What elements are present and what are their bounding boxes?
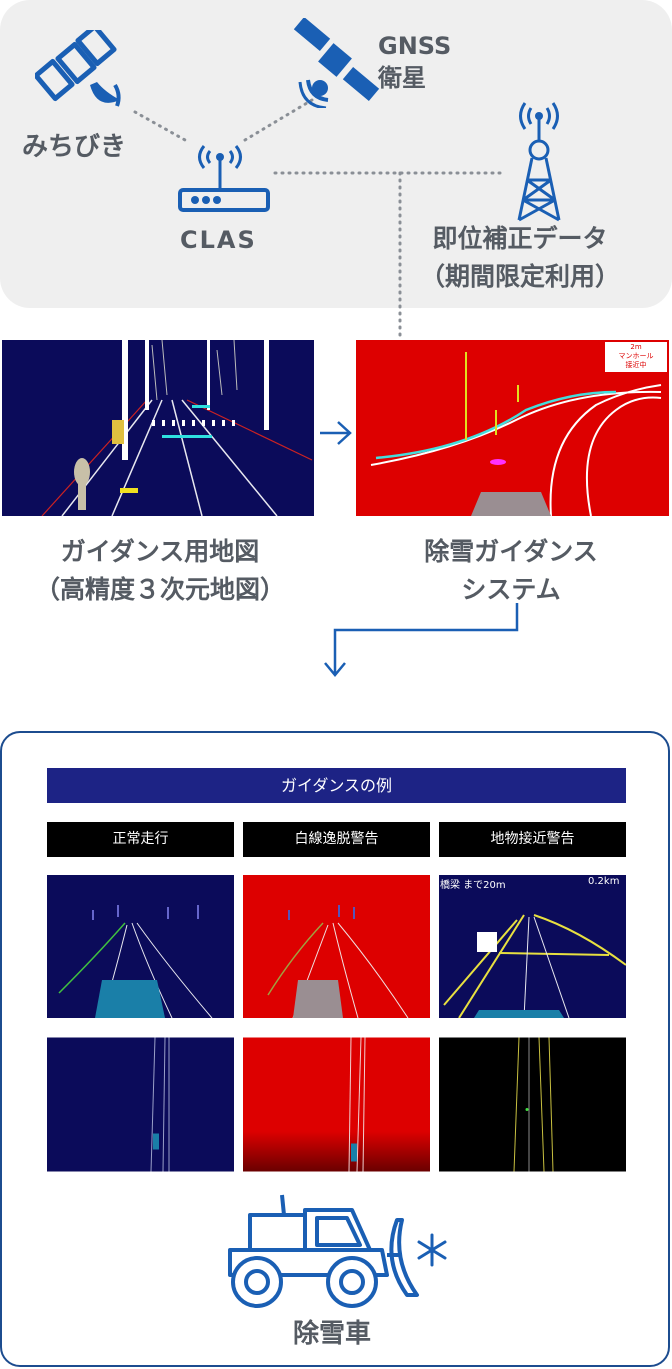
gnss-satellite-icon <box>293 18 380 108</box>
gnss-label: GNSS 衛星 <box>378 30 451 94</box>
gnss-label-line2: 衛星 <box>378 64 426 92</box>
gnss-label-line1: GNSS <box>378 32 452 60</box>
clas-label: CLAS <box>180 226 257 254</box>
guidance-system-label: 除雪ガイダンス システム <box>355 533 667 609</box>
alert-status: 接近中 <box>625 361 647 369</box>
arrow-down-icon <box>324 603 519 677</box>
column-object-proximity-warning: 地物接近警告 <box>439 822 626 857</box>
clas-receiver-icon <box>178 145 270 212</box>
guidance-map-label-line1: ガイダンス用地図 <box>60 537 260 566</box>
snowplow-vehicle-icon <box>228 1194 447 1308</box>
lane-departure-view <box>243 875 430 1018</box>
guidance-system-label-line1: 除雪ガイダンス <box>424 537 598 566</box>
correction-data-label: 即位補正データ （期間限定利用） <box>420 220 620 296</box>
michibiki-satellite-icon <box>35 30 121 107</box>
alert-object: マンホール <box>618 352 654 360</box>
lane-departure-topdown-view <box>243 1037 430 1172</box>
manhole-alert-box: 2m マンホール 接近中 <box>605 343 667 370</box>
normal-driving-view <box>47 875 234 1018</box>
connector-lines <box>133 98 502 337</box>
alert-distance: 2m <box>630 343 642 351</box>
correction-label-line2: （期間限定利用） <box>420 262 621 291</box>
michibiki-label: みちびき <box>22 132 127 162</box>
guidance-map-label-line2: （高精度３次元地図） <box>34 575 285 604</box>
arrow-right-icon <box>320 421 352 445</box>
snowplow-label: 除雪車 <box>293 1319 372 1349</box>
guidance-map-label: ガイダンス用地図 （高精度３次元地図） <box>0 533 320 609</box>
normal-driving-topdown-view <box>47 1037 234 1172</box>
object-proximity-topdown-view <box>439 1037 626 1172</box>
column-lane-departure-warning: 白線逸脱警告 <box>243 822 430 857</box>
bridge-distance-label: 橋梁 まで20m <box>440 880 506 891</box>
snow-removal-system-image <box>356 340 669 516</box>
guidance-3d-map-image <box>2 340 314 516</box>
bridge-distance-value: 0.2km <box>588 876 620 887</box>
antenna-tower-icon <box>517 102 561 222</box>
column-normal-driving: 正常走行 <box>47 822 234 857</box>
guidance-examples-title: ガイダンスの例 <box>47 768 626 803</box>
object-proximity-view <box>439 875 626 1018</box>
guidance-system-label-line2: システム <box>461 575 561 604</box>
correction-label-line1: 即位補正データ <box>432 224 608 253</box>
